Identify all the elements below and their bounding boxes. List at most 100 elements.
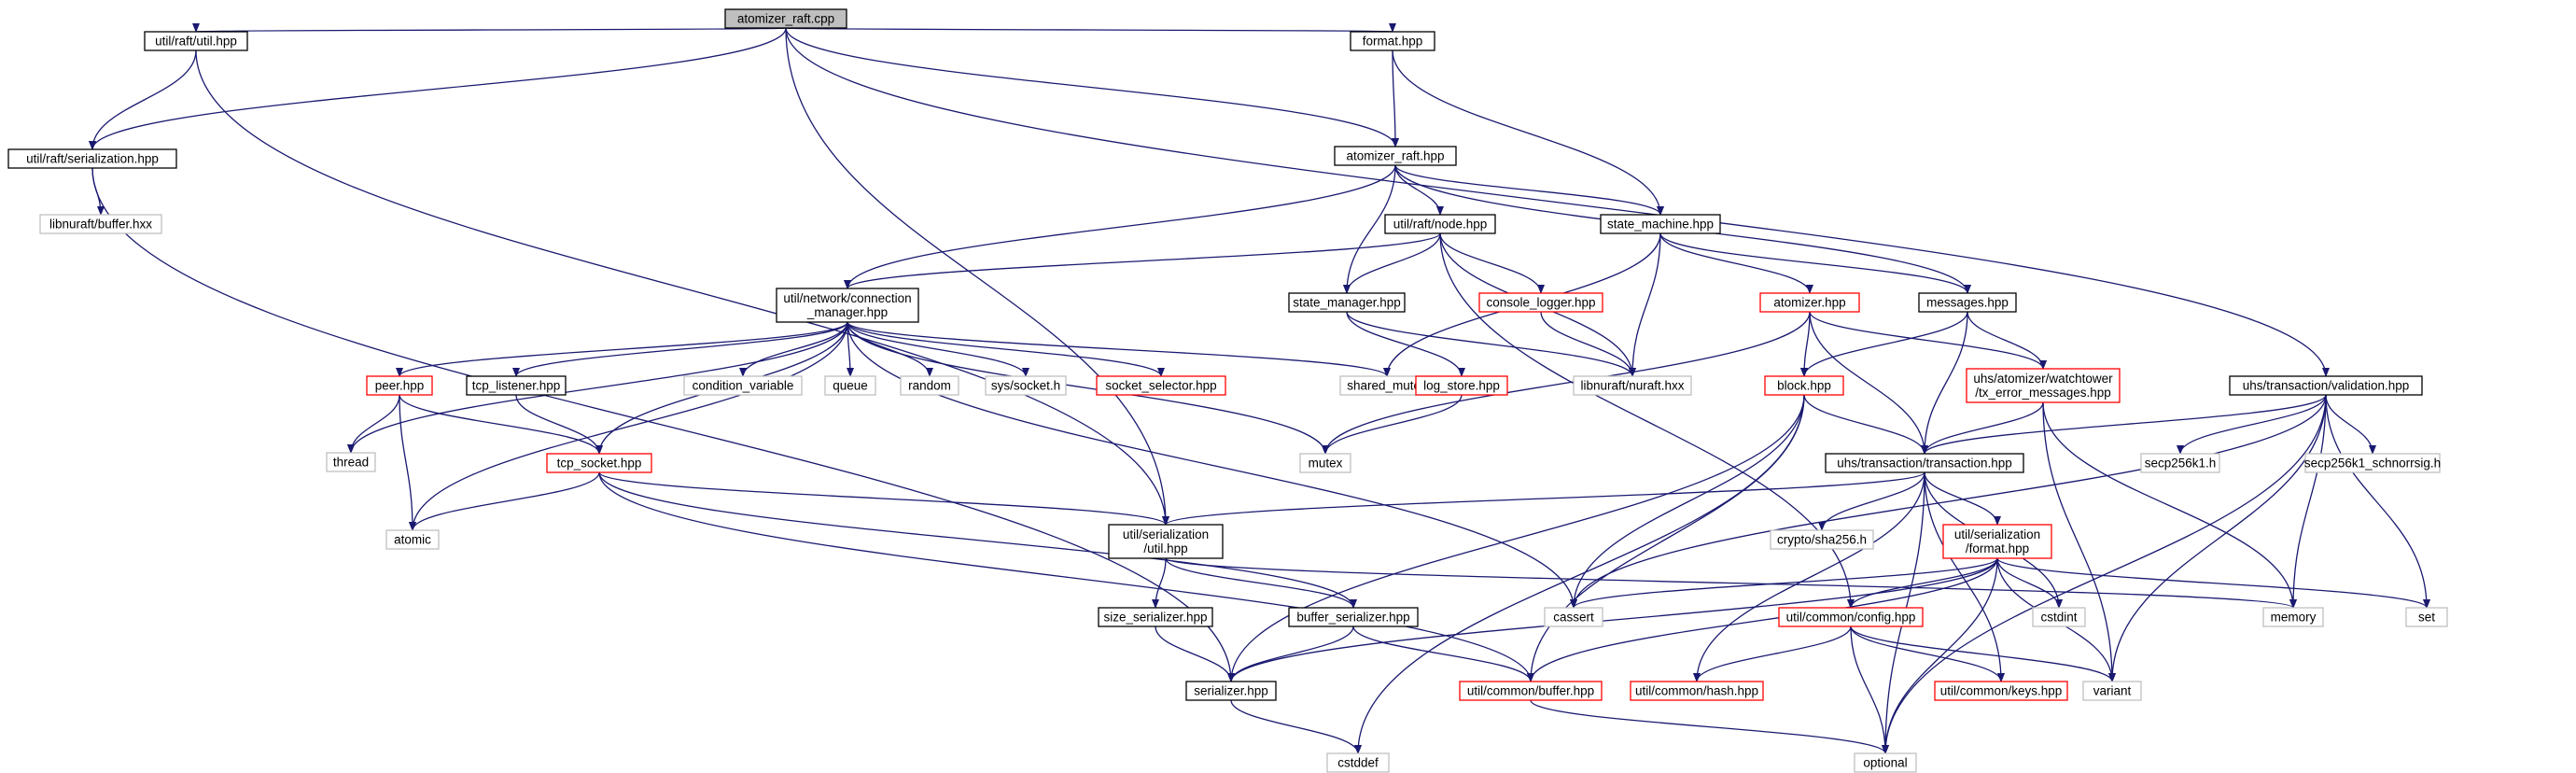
edge-line: [1996, 557, 2063, 609]
edge-util_common_config-to-util_common_hash: [1693, 625, 1852, 682]
edge-console_logger-to-libnuraft_nuraft: [1540, 311, 1636, 377]
node-util-common-hash[interactable]: util/common/hash.hpp: [1630, 681, 1764, 701]
node-util-ser-format[interactable]: util/serialization/format.hpp: [1942, 524, 2052, 559]
node-peer[interactable]: peer.hpp: [366, 375, 433, 396]
node-label: /format.hpp: [1966, 541, 2029, 555]
edge-util_raft_node-to-console_logger: [1439, 232, 1545, 294]
node-messages[interactable]: messages.hpp: [1918, 292, 2017, 313]
node-box: [1825, 453, 2024, 473]
edge-line: [89, 49, 197, 150]
node-state-machine[interactable]: state_machine.hpp: [1600, 214, 1721, 234]
node-format[interactable]: format.hpp: [1350, 31, 1435, 51]
edge-line: [1693, 625, 1852, 682]
edge-line: [1392, 49, 1664, 216]
edge-state_machine-to-atomizer_hpp: [1659, 232, 1813, 294]
node-label: console_logger.hpp: [1486, 296, 1595, 310]
node-label: /util.hpp: [1143, 541, 1187, 555]
node-size-serializer[interactable]: size_serializer.hpp: [1098, 607, 1213, 627]
node-box: [1299, 453, 1351, 473]
edge-line: [1818, 471, 1925, 531]
node-label: uhs/transaction/validation.hpp: [2243, 379, 2410, 393]
node-atomizer-raft-hpp[interactable]: atomizer_raft.hpp: [1334, 146, 1457, 166]
edge-buffer_serializer-to-serializer: [1227, 625, 1354, 682]
edge-tx_error_messages-to-memory: [2042, 401, 2297, 609]
node-util-common-config[interactable]: util/common/config.hpp: [1778, 607, 1924, 627]
edge-line: [512, 321, 848, 377]
edge-line: [1354, 394, 1805, 754]
node-tcp-socket[interactable]: tcp_socket.hpp: [546, 453, 652, 473]
edge-line: [844, 164, 1396, 289]
node-condition-variable: condition_variable: [683, 375, 803, 396]
node-util-raft-util[interactable]: util/raft/util.hpp: [144, 31, 248, 51]
node-box: [326, 452, 376, 472]
edge-line: [1227, 394, 1805, 682]
edge-line: [1346, 311, 1465, 377]
node-console-logger[interactable]: console_logger.hpp: [1478, 292, 1603, 313]
edge-util_ser_format-to-cstdint: [1996, 557, 2063, 609]
edge-line: [1343, 232, 1441, 294]
node-label: libnuraft/nuraft.hxx: [1580, 379, 1684, 393]
node-util-common-buffer[interactable]: util/common/buffer.hpp: [1459, 681, 1603, 701]
node-state-manager[interactable]: state_manager.hpp: [1288, 292, 1406, 313]
edge-buffer_serializer-to-util_common_buffer: [1352, 625, 1534, 682]
edge-line: [1346, 311, 1636, 377]
node-box: [1573, 375, 1692, 396]
node-log-store[interactable]: log_store.hpp: [1415, 375, 1508, 396]
edge-tcp_socket-to-util_common_buffer: [598, 471, 1534, 682]
node-box: [1942, 524, 2052, 559]
node-box: [2140, 453, 2220, 473]
node-util-raft-ser[interactable]: util/raft/serialization.hpp: [7, 148, 177, 169]
edge-line: [1921, 311, 1968, 455]
node-box: [776, 288, 919, 323]
edge-tcp_listener-to-tcp_socket: [515, 394, 603, 455]
node-box: [1288, 607, 1419, 627]
node-box: [2032, 607, 2086, 627]
node-validation[interactable]: uhs/transaction/validation.hpp: [2229, 375, 2423, 396]
node-box: [900, 375, 959, 396]
node-buffer-serializer[interactable]: buffer_serializer.hpp: [1288, 607, 1419, 627]
edge-line: [1921, 394, 2327, 455]
node-util-ser-util[interactable]: util/serialization/util.hpp: [1108, 524, 1224, 559]
edge-block-to-cstddef: [1354, 394, 1805, 754]
node-box: [1918, 292, 2017, 313]
node-util-common-keys[interactable]: util/common/keys.hpp: [1934, 681, 2068, 701]
edge-util_raft_util-to-util_raft_ser: [89, 49, 197, 150]
node-tcp-listener[interactable]: tcp_listener.hpp: [466, 375, 567, 396]
edge-line: [1570, 394, 1805, 609]
edge-atomizer_raft_hpp-to-util_raft_node: [1394, 164, 1444, 216]
node-box: [1326, 752, 1390, 773]
edge-line: [847, 321, 1577, 609]
node-util-raft-node[interactable]: util/raft/node.hpp: [1384, 214, 1496, 234]
node-label: random: [908, 379, 951, 393]
node-label: serializer.hpp: [1194, 684, 1268, 698]
edge-conn_mgr-to-socket_selector: [847, 321, 1165, 377]
node-label: uhs/atomizer/watchtower: [1973, 372, 2113, 386]
node-transaction[interactable]: uhs/transaction/transaction.hpp: [1825, 453, 2024, 473]
edge-line: [1693, 471, 1925, 682]
node-box: [1544, 607, 1603, 627]
edge-util_raft_ser-to-serializer: [91, 167, 1235, 682]
edge-line: [847, 321, 1391, 377]
edge-line: [409, 471, 600, 531]
node-atomizer-hpp[interactable]: atomizer.hpp: [1759, 292, 1860, 313]
node-socket-selector[interactable]: socket_selector.hpp: [1096, 375, 1226, 396]
node-root[interactable]: atomizer_raft.cpp: [724, 8, 847, 29]
node-block[interactable]: block.hpp: [1764, 375, 1844, 396]
edge-tcp_socket-to-util_ser_util: [598, 471, 1169, 526]
edge-line: [1803, 394, 1928, 455]
node-box: [39, 214, 162, 234]
edge-block-to-serializer: [1227, 394, 1805, 682]
node-cassert: cassert: [1544, 607, 1603, 627]
node-tx-error-messages[interactable]: uhs/atomizer/watchtower/tx_error_message…: [1966, 368, 2121, 403]
node-label: tcp_socket.hpp: [557, 457, 642, 471]
node-atomic: atomic: [385, 529, 440, 550]
node-conn-mgr[interactable]: util/network/connection_manager.hpp: [776, 288, 919, 323]
edge-validation-to-secp256k1_schnorrsig: [2325, 394, 2376, 455]
edge-line: [785, 22, 1393, 33]
edge-line: [399, 394, 416, 531]
edge-line: [1921, 401, 2044, 455]
node-serializer[interactable]: serializer.hpp: [1185, 681, 1277, 701]
edge-validation-to-optional: [1882, 394, 2327, 754]
node-thread: thread: [326, 452, 376, 472]
node-label: tcp_listener.hpp: [472, 379, 561, 393]
